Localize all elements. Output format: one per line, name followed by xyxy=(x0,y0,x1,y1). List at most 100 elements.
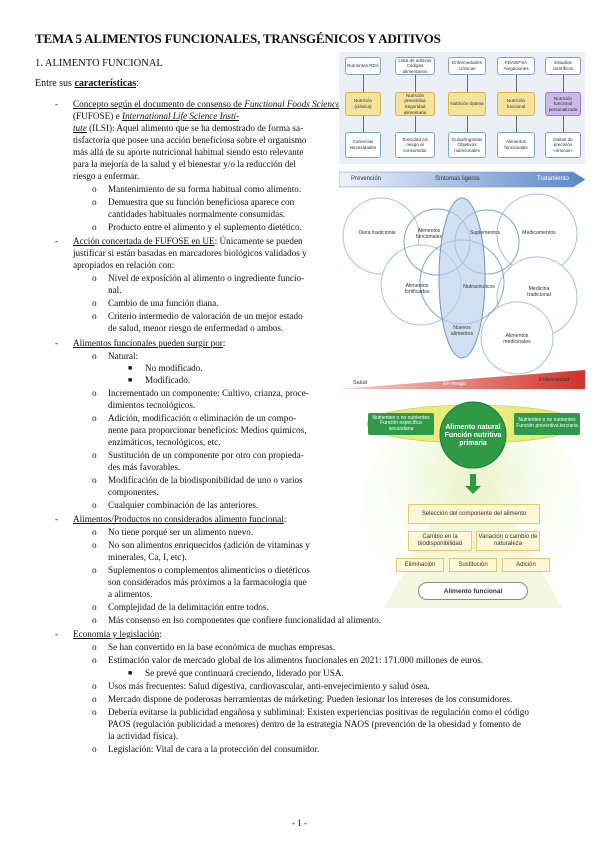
circle-bullet: o xyxy=(92,273,97,283)
circle-bullet: o xyxy=(92,351,97,361)
band-label-prevention: Prevención xyxy=(351,176,382,182)
b2-sub3b: de salud, menor riesgo de enfermedad o a… xyxy=(108,323,284,333)
b2-sub3a: Criterio intermedio de valoración de un … xyxy=(108,311,303,321)
b3-sub2b: dimientos tecnológicos. xyxy=(108,400,196,410)
page-number: - 1 - xyxy=(292,818,307,828)
b1-sub1: Mantenimiento de su forma habitual como … xyxy=(108,184,302,194)
f3-op-sustitucion: Sustitución xyxy=(449,558,497,572)
venn-nutraceuticos: Nutracéuticos xyxy=(463,284,495,290)
circle-bullet: o xyxy=(92,298,97,308)
venn-alimentos-medicinales: Alimentos medicinales xyxy=(503,333,531,345)
dash-bullet: - xyxy=(55,629,59,639)
b3-line1: Alimentos funcionales pueden surgir por: xyxy=(73,338,226,348)
band-label-treatment: Tratamiento xyxy=(537,176,569,182)
circle-bullet: o xyxy=(92,184,97,194)
band-label-salud: Salud xyxy=(353,380,368,386)
square-bullet: ■ xyxy=(128,669,133,677)
f3-op-adicion: Adición xyxy=(502,558,550,572)
b5-sub3: Usos más frecuentes: Salud digestiva, ca… xyxy=(108,681,430,691)
venn-nuevos-alimentos: Nuevos alimentos xyxy=(450,325,474,337)
b2-line3: apropiados en relación con: xyxy=(73,260,175,270)
venn-medicamentos: Medicamentos xyxy=(522,230,556,236)
b3-sub4b: des más favorables. xyxy=(108,462,181,472)
b1-sub2b: cantidades habituales normalmente consum… xyxy=(108,209,286,219)
b1-line1: Concepto según el documento de consenso … xyxy=(73,99,379,109)
b5-line1: Economía y legislación: xyxy=(73,629,162,639)
b2-sub2: Cambio de una función diana. xyxy=(108,298,219,308)
f3-right-box: Nutrientes o no nutrientes Función preve… xyxy=(514,413,580,435)
b4-line1: Alimentos/Productos no considerados alim… xyxy=(73,514,287,524)
b3-sub5a: Modificación de la biodisponibilidad de … xyxy=(108,475,303,485)
circle-bullet: o xyxy=(92,602,97,612)
circle-bullet: o xyxy=(92,450,97,460)
circle-bullet: o xyxy=(92,655,97,665)
circle-bullet: o xyxy=(92,694,97,704)
f1-r1-2: Enfermedades crónicas xyxy=(448,57,486,75)
circle-bullet: o xyxy=(92,744,97,754)
f1-r3-4: Dietas de precisión «ómicas» xyxy=(545,132,581,158)
b1-line6: para la mejoría de la salud y el bienest… xyxy=(73,159,296,169)
b4-sub3c: a alimentos. xyxy=(108,589,153,599)
functional-food-design-figure: Nutrientes o no nutrientes Función espec… xyxy=(362,398,584,613)
venn-suplementos: Suplementos xyxy=(469,230,501,236)
b3-sub3b: nente para proporcionar beneficios: Medi… xyxy=(108,425,307,435)
square-bullet: ■ xyxy=(128,364,133,372)
f1-r2-3: Nutrición funcional xyxy=(497,92,535,116)
b5-sub4: Mercado dispone de poderosas herramienta… xyxy=(108,694,513,704)
dash-bullet: - xyxy=(55,338,59,348)
b3-sub1b: Modificado. xyxy=(145,375,191,385)
b5-sub1: Se han convertido en la base económica d… xyxy=(108,642,336,652)
b1-line7: riesgo a enfermar. xyxy=(73,171,140,181)
f1-r3-0: Carencias Necesidades xyxy=(345,132,381,158)
b5-sub2: Estimación valor de mercado global de lo… xyxy=(108,655,484,665)
b5-sub6: Legislación: Vital de cara a la protecci… xyxy=(108,744,320,754)
b1-line2: (FUFOSE) e International Life Science In… xyxy=(73,111,240,121)
b3-sub4a: Sustitución de un componente por otro co… xyxy=(108,450,304,460)
b5-sub2a: Se prevé que continuará creciendo, lider… xyxy=(145,668,344,678)
b3-sub1a: No modificado. xyxy=(145,363,203,373)
b5-sub5c: la actividad física). xyxy=(108,731,179,741)
circle-bullet: o xyxy=(92,707,97,717)
b1-line5: más allá de su aporte nutricional habitu… xyxy=(73,147,304,157)
dash-bullet: - xyxy=(55,99,59,109)
band-label-symptoms: Síntomas ligeros xyxy=(435,176,480,182)
circle-bullet: o xyxy=(92,615,97,625)
dash-bullet: - xyxy=(55,514,59,524)
f3-change2-box: Variación o cambio de naturaleza xyxy=(476,531,540,551)
b4-sub3a: Suplementos o complementos alimenticios … xyxy=(108,565,310,575)
f1-r2-0: Nutrición (clásica) xyxy=(345,92,381,116)
f1-r1-1: Lista de aditivos Códigos alimentarios xyxy=(395,57,435,75)
f3-result-box: Alimento funcional xyxy=(418,582,528,600)
f1-r3-3: Alimentos funcionales xyxy=(497,132,535,158)
venn-medicina-tradicional: Medicina tradicional xyxy=(527,286,551,298)
intro-line: Entre sus características: xyxy=(35,78,139,89)
nutrition-evolution-figure: Nutrientes RDA Lista de aditivos Códigos… xyxy=(339,52,585,164)
b4-sub2a: No son alimentos enriquecidos (adición d… xyxy=(108,540,310,550)
circle-bullet: o xyxy=(92,527,97,537)
circle-bullet: o xyxy=(92,413,97,423)
circle-bullet: o xyxy=(92,540,97,550)
b2-line1: Acción concertada de FUFOSE en UE: Única… xyxy=(73,236,303,246)
circle-bullet: o xyxy=(92,475,97,485)
band-label-enfermedad: Enfermedad xyxy=(539,377,569,383)
b4-sub5: Más consenso en lso componentes que conf… xyxy=(108,615,381,625)
b4-sub3b: son considerados más próximos a la farma… xyxy=(108,577,307,587)
b3-sub3a: Adición, modificación o eliminación de u… xyxy=(108,413,297,423)
f1-r1-3: FDA/EFSA Alegaciones xyxy=(497,57,535,75)
b1-line4: tisfactoria que posee una acción benefic… xyxy=(73,135,307,145)
b4-sub1: No tiene porqué ser un alimento nuevo. xyxy=(108,527,254,537)
b5-sub5b: PAOS (regulación publicidad a menores) d… xyxy=(108,719,521,729)
square-bullet: ■ xyxy=(128,376,133,384)
b1-sub2a: Demuestra que su función beneficiosa apa… xyxy=(108,197,295,207)
band-label-riesgo: En riesgo xyxy=(443,381,467,387)
f1-r3-1: Toxicidad sin riesgo al consumidor xyxy=(395,132,435,158)
f1-r2-4: Nutrición funcional personalizada xyxy=(545,92,581,116)
f3-op-eliminacion: Eliminación xyxy=(396,558,444,572)
dash-bullet: - xyxy=(55,236,59,246)
f1-r3-2: Guías/Ingestas Objetivos nutricionales xyxy=(448,132,486,158)
prevention-band: Prevención Síntomas ligeros Tratamiento xyxy=(339,171,585,188)
b4-sub4: Complejidad de la delimitación entre tod… xyxy=(108,602,269,612)
circle-bullet: o xyxy=(92,197,97,207)
circle-bullet: o xyxy=(92,565,97,575)
b3-sub1: Natural: xyxy=(108,351,139,361)
